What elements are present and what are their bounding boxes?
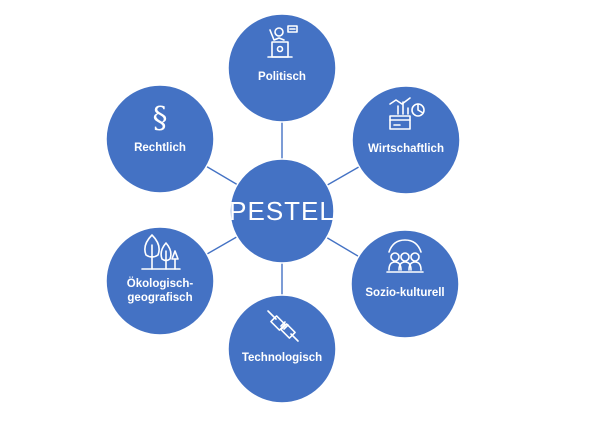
trees-icon [141,234,181,270]
node-politisch: Politisch [227,13,337,123]
node-label-wirtschaftlich: Wirtschaftlich [368,143,444,155]
node-label-technologisch: Technologisch [242,352,322,364]
node-rechtlich: § Rechtlich [105,84,215,194]
node-label-oekologisch-2: geografisch [127,292,192,304]
node-label-sozio: Sozio-kulturell [365,287,444,299]
center-label: PESTEL [229,196,335,226]
node-sozio: Sozio-kulturell [350,229,460,339]
nodes: PolitischWirtschaftlichSozio-kulturellTe… [105,13,461,404]
node-label-politisch: Politisch [258,71,306,83]
center-circle [229,158,335,264]
people-group-icon [386,239,424,273]
politician-podium-icon [267,25,298,58]
paragraph-icon: § [153,101,168,136]
node-wirtschaftlich: Wirtschaftlich [351,85,461,195]
center-node: PESTEL [229,158,335,264]
node-oekologisch: Ökologisch-geografisch [105,226,215,336]
node-circle-politisch [227,13,337,123]
plug-connector-icon [267,310,299,342]
node-circle-oekologisch [105,226,215,336]
node-circle-rechtlich [105,84,215,194]
svg-text:§: § [153,101,168,136]
node-circle-sozio [350,229,460,339]
node-circle-wirtschaftlich [351,85,461,195]
node-label-oekologisch-1: Ökologisch- [127,277,194,290]
node-circle-technologisch [227,294,337,404]
economy-charts-icon [389,97,425,130]
node-technologisch: Technologisch [227,294,337,404]
node-label-rechtlich: Rechtlich [134,142,186,154]
